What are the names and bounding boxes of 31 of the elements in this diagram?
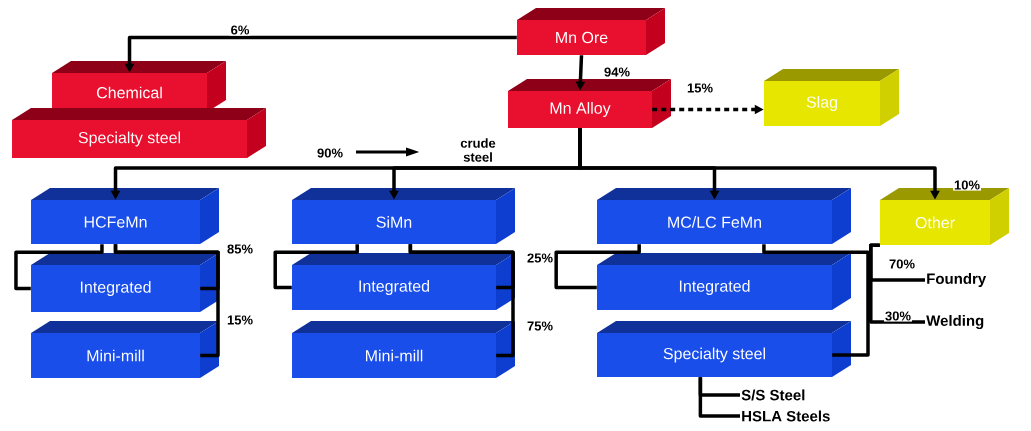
3d-box: Integrated — [292, 253, 515, 310]
edge-label: 75% — [526, 320, 554, 332]
3d-box: Specialty steel — [597, 321, 851, 377]
edge-label: 85% — [226, 243, 254, 255]
3d-box: HCFeMn — [31, 188, 219, 244]
edge-label: 30% — [884, 310, 912, 322]
percent-label: crude steel — [460, 138, 496, 162]
3d-box: Slag — [764, 69, 899, 126]
percent-label: 90% — [317, 148, 343, 158]
edge-label: 6% — [229, 24, 251, 36]
edge-label: 25% — [526, 252, 554, 264]
output-label: S/S Steel — [741, 389, 805, 401]
3d-box: Mn Ore — [517, 8, 665, 55]
output-label: Foundry — [927, 273, 987, 287]
connector-arrow — [698, 377, 740, 418]
output-label: Welding — [926, 314, 984, 329]
output-label: HSLA Steels — [742, 410, 830, 422]
3d-box: Mini-mill — [31, 321, 219, 378]
3d-box: Specialty steel — [12, 108, 266, 158]
3d-box: Mn Alloy — [508, 79, 671, 128]
3d-box: Mini-mill — [292, 321, 515, 378]
edge-label: 70% — [888, 258, 916, 270]
edge-label: 15% — [226, 314, 254, 326]
3d-box: SiMn — [292, 188, 515, 244]
3d-box: Integrated — [597, 253, 851, 310]
3d-box: MC/LC FeMn — [597, 188, 851, 244]
3d-box: Chemical — [52, 61, 226, 112]
edge-label: 94% — [603, 66, 631, 78]
3d-box: Integrated — [31, 253, 219, 312]
edge-label: 15% — [686, 82, 714, 94]
edge-label: 10% — [953, 179, 981, 191]
